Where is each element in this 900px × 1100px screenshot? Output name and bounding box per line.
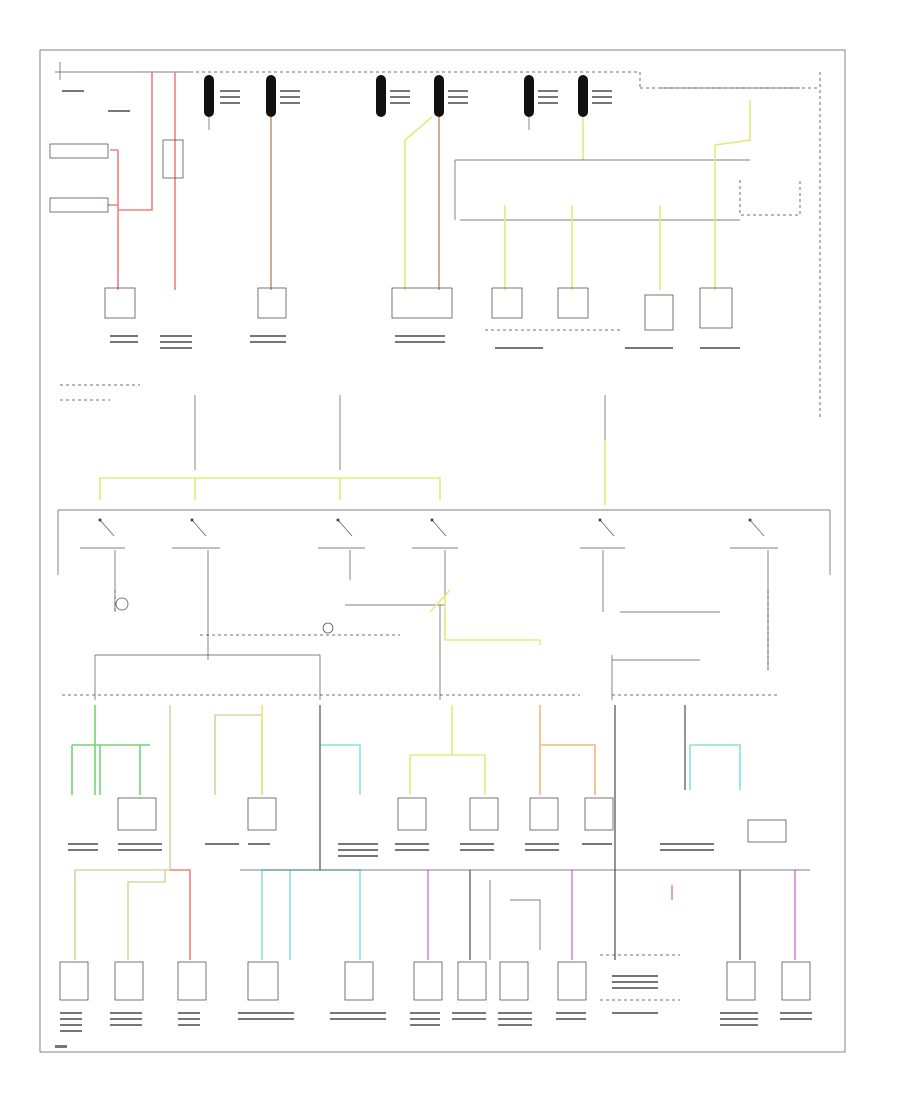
fusible-link-wires: [208, 116, 584, 290]
switch-contact-6: [730, 518, 778, 549]
violet-circuit-wires: [427, 870, 796, 960]
ignition-switch-contacts: [80, 518, 778, 549]
trailer-relay-2: [557, 287, 589, 319]
tan-circuit-wires: [74, 705, 263, 960]
switch-contact-4: [412, 518, 458, 549]
diagram-frame: [39, 49, 846, 1053]
lower-fuse-buses: [62, 654, 780, 700]
middle-row-connectors: [117, 797, 787, 843]
switch-contact-1: [80, 518, 125, 549]
switch-output-wires: [114, 550, 769, 700]
fusible-link-6: [578, 75, 588, 117]
lower-red-yellow-wires: [170, 705, 486, 960]
ignition-feeds: [57, 384, 831, 575]
bottom-row-connectors: [59, 961, 811, 1001]
fusible-link-5: [524, 75, 534, 117]
fusible-links: [204, 75, 588, 117]
switch-contact-3: [318, 518, 365, 549]
fusible-link-4: [434, 75, 444, 117]
starter-red-wires: [49, 72, 184, 290]
generator-connector: [391, 287, 453, 319]
trailer-relay-3: [699, 287, 733, 329]
label-marks: [55, 90, 812, 1048]
switch-contact-2: [172, 518, 220, 549]
fusible-link-1: [204, 75, 214, 117]
orange-circuit-wires: [539, 705, 596, 795]
cyan-circuit-wires: [261, 744, 741, 960]
alternator-connector: [257, 287, 287, 319]
switch-contact-5: [580, 518, 625, 549]
top-battery-bus: [55, 62, 821, 420]
starter-relay-box: [162, 139, 184, 179]
fusible-link-2: [266, 75, 276, 117]
top-connectors: [104, 287, 733, 331]
fusible-link-3: [376, 75, 386, 117]
top-right-fuse-bus: [454, 100, 801, 290]
gray-circuit-wires: [240, 705, 810, 1001]
green-circuit-wires: [71, 705, 150, 795]
trailer-relay-1: [491, 287, 523, 319]
starter-connector: [104, 287, 136, 319]
brake-control-connector: [644, 294, 674, 331]
